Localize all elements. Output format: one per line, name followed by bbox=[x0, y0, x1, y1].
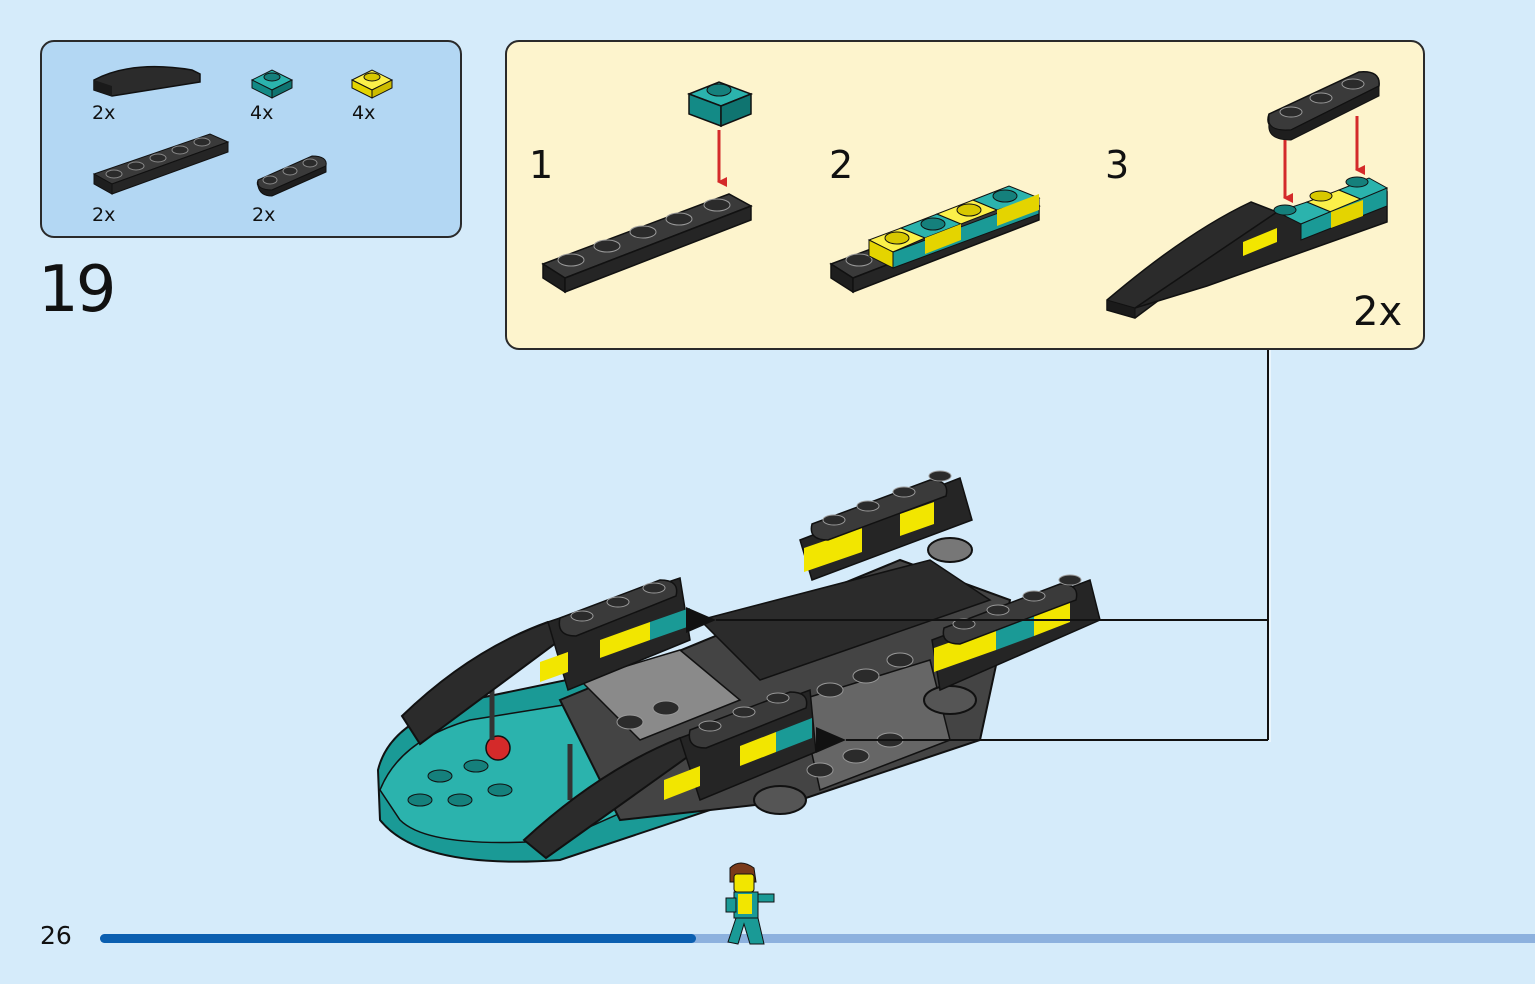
part-quantity: 2x bbox=[92, 102, 116, 124]
part-quantity: 2x bbox=[252, 204, 276, 226]
sub-assembly-box: 1 2 3 2x bbox=[505, 40, 1425, 350]
sub-step-2-graphic bbox=[829, 185, 1041, 294]
sub-assembly-illustration bbox=[541, 71, 1389, 319]
black-plate-long-icon bbox=[92, 133, 230, 195]
sub-step-label-1: 1 bbox=[529, 143, 554, 187]
sub-step-label-2: 2 bbox=[829, 143, 854, 187]
yellow-plate-icon bbox=[350, 69, 394, 99]
page-number: 26 bbox=[40, 921, 72, 950]
black-plate-rounded-icon bbox=[256, 155, 327, 197]
sub-assembly-multiplier: 2x bbox=[1353, 289, 1403, 335]
sub-step-1-graphic bbox=[541, 81, 754, 294]
sub-step-label-3: 3 bbox=[1105, 143, 1130, 187]
part-quantity: 2x bbox=[92, 204, 116, 226]
part-quantity: 4x bbox=[352, 102, 376, 124]
teal-plate-icon bbox=[250, 69, 294, 99]
parts-list-box: 2x 4x 4x 2x bbox=[40, 40, 462, 238]
part-quantity: 4x bbox=[250, 102, 274, 124]
callout-connector bbox=[686, 350, 1269, 753]
step-number: 19 bbox=[38, 253, 116, 327]
black-curved-slope-icon bbox=[93, 65, 201, 97]
sub-step-3-graphic bbox=[1106, 71, 1389, 319]
progress-bar-fill bbox=[100, 934, 696, 943]
progress-bar bbox=[100, 934, 1535, 943]
